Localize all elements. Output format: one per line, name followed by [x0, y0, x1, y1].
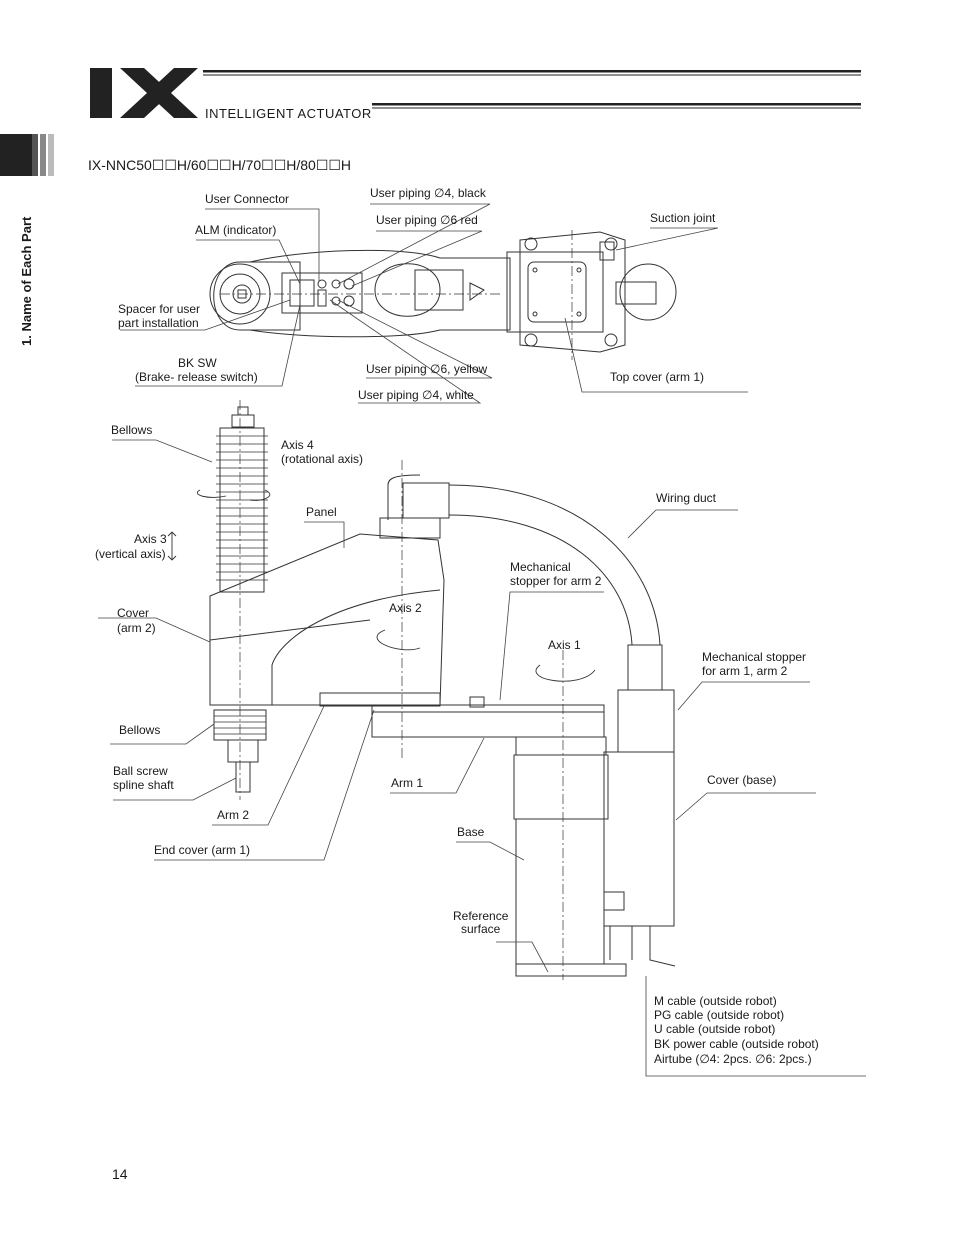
label-cable-u: U cable (outside robot): [654, 1022, 776, 1036]
label-cable-m: M cable (outside robot): [654, 994, 777, 1008]
label-ref-surface-1: Reference: [453, 909, 509, 923]
label-airtube: Airtube (∅4: 2pcs. ∅6: 2pcs.): [654, 1052, 812, 1066]
label-base: Base: [457, 825, 485, 839]
label-arm1: Arm 1: [391, 776, 424, 790]
label-piping-4-black: User piping ∅4, black: [370, 186, 486, 200]
label-ball-screw-2: spline shaft: [113, 778, 174, 792]
label-arm2: Arm 2: [217, 808, 250, 822]
label-wiring-duct: Wiring duct: [656, 491, 717, 505]
label-mech-stop-arm12-1: Mechanical stopper: [702, 650, 807, 664]
label-suction-joint: Suction joint: [650, 211, 716, 225]
side-view-drawing: [167, 230, 676, 980]
brand-name: INTELLIGENT ACTUATOR: [205, 106, 372, 121]
page-number: 14: [112, 1166, 128, 1182]
label-ref-surface-2: surface: [461, 922, 501, 936]
label-piping-6-yellow: User piping ∅6, yellow: [366, 362, 488, 376]
label-spacer-2: part installation: [118, 316, 199, 330]
label-piping-4-white: User piping ∅4, white: [358, 388, 474, 402]
leader-lines: [98, 203, 866, 1077]
label-panel: Panel: [306, 505, 337, 519]
label-bk-sw-2: (Brake- release switch): [135, 370, 258, 384]
label-axis4-2: (rotational axis): [281, 452, 364, 466]
label-alm-indicator: ALM (indicator): [195, 223, 277, 237]
label-axis3-1: Axis 3: [134, 532, 167, 546]
label-bellows-bottom: Bellows: [119, 723, 161, 737]
label-axis2: Axis 2: [389, 601, 422, 615]
label-axis3-2: (vertical axis): [95, 547, 166, 561]
label-piping-6-red: User piping ∅6 red: [376, 213, 478, 227]
label-cover-base: Cover (base): [707, 773, 777, 787]
side-tab-graphic: [0, 134, 54, 176]
label-axis4-1: Axis 4: [281, 438, 314, 452]
label-end-cover: End cover (arm 1): [154, 843, 251, 857]
label-axis1: Axis 1: [548, 638, 581, 652]
label-ball-screw-1: Ball screw: [113, 764, 168, 778]
label-bk-sw-1: BK SW: [178, 356, 217, 370]
label-mech-stop-arm12-2: for arm 1, arm 2: [702, 664, 788, 678]
label-cable-bk: BK power cable (outside robot): [654, 1037, 819, 1051]
label-cable-pg: PG cable (outside robot): [654, 1008, 785, 1022]
top-view-drawing: [209, 231, 677, 353]
label-mech-stop-arm2-1: Mechanical: [510, 560, 571, 574]
label-top-cover: Top cover (arm 1): [610, 370, 705, 384]
ix-logo-icon: [90, 68, 198, 118]
label-bellows-top: Bellows: [111, 423, 153, 437]
label-mech-stop-arm2-2: stopper for arm 2: [510, 574, 602, 588]
label-cover-arm2-1: Cover: [117, 606, 150, 620]
label-user-connector: User Connector: [205, 192, 290, 206]
label-spacer-1: Spacer for user: [118, 302, 201, 316]
label-cover-arm2-2: (arm 2): [117, 621, 156, 635]
model-title: IX-NNC50☐☐H/60☐☐H/70☐☐H/80☐☐H: [88, 157, 352, 173]
